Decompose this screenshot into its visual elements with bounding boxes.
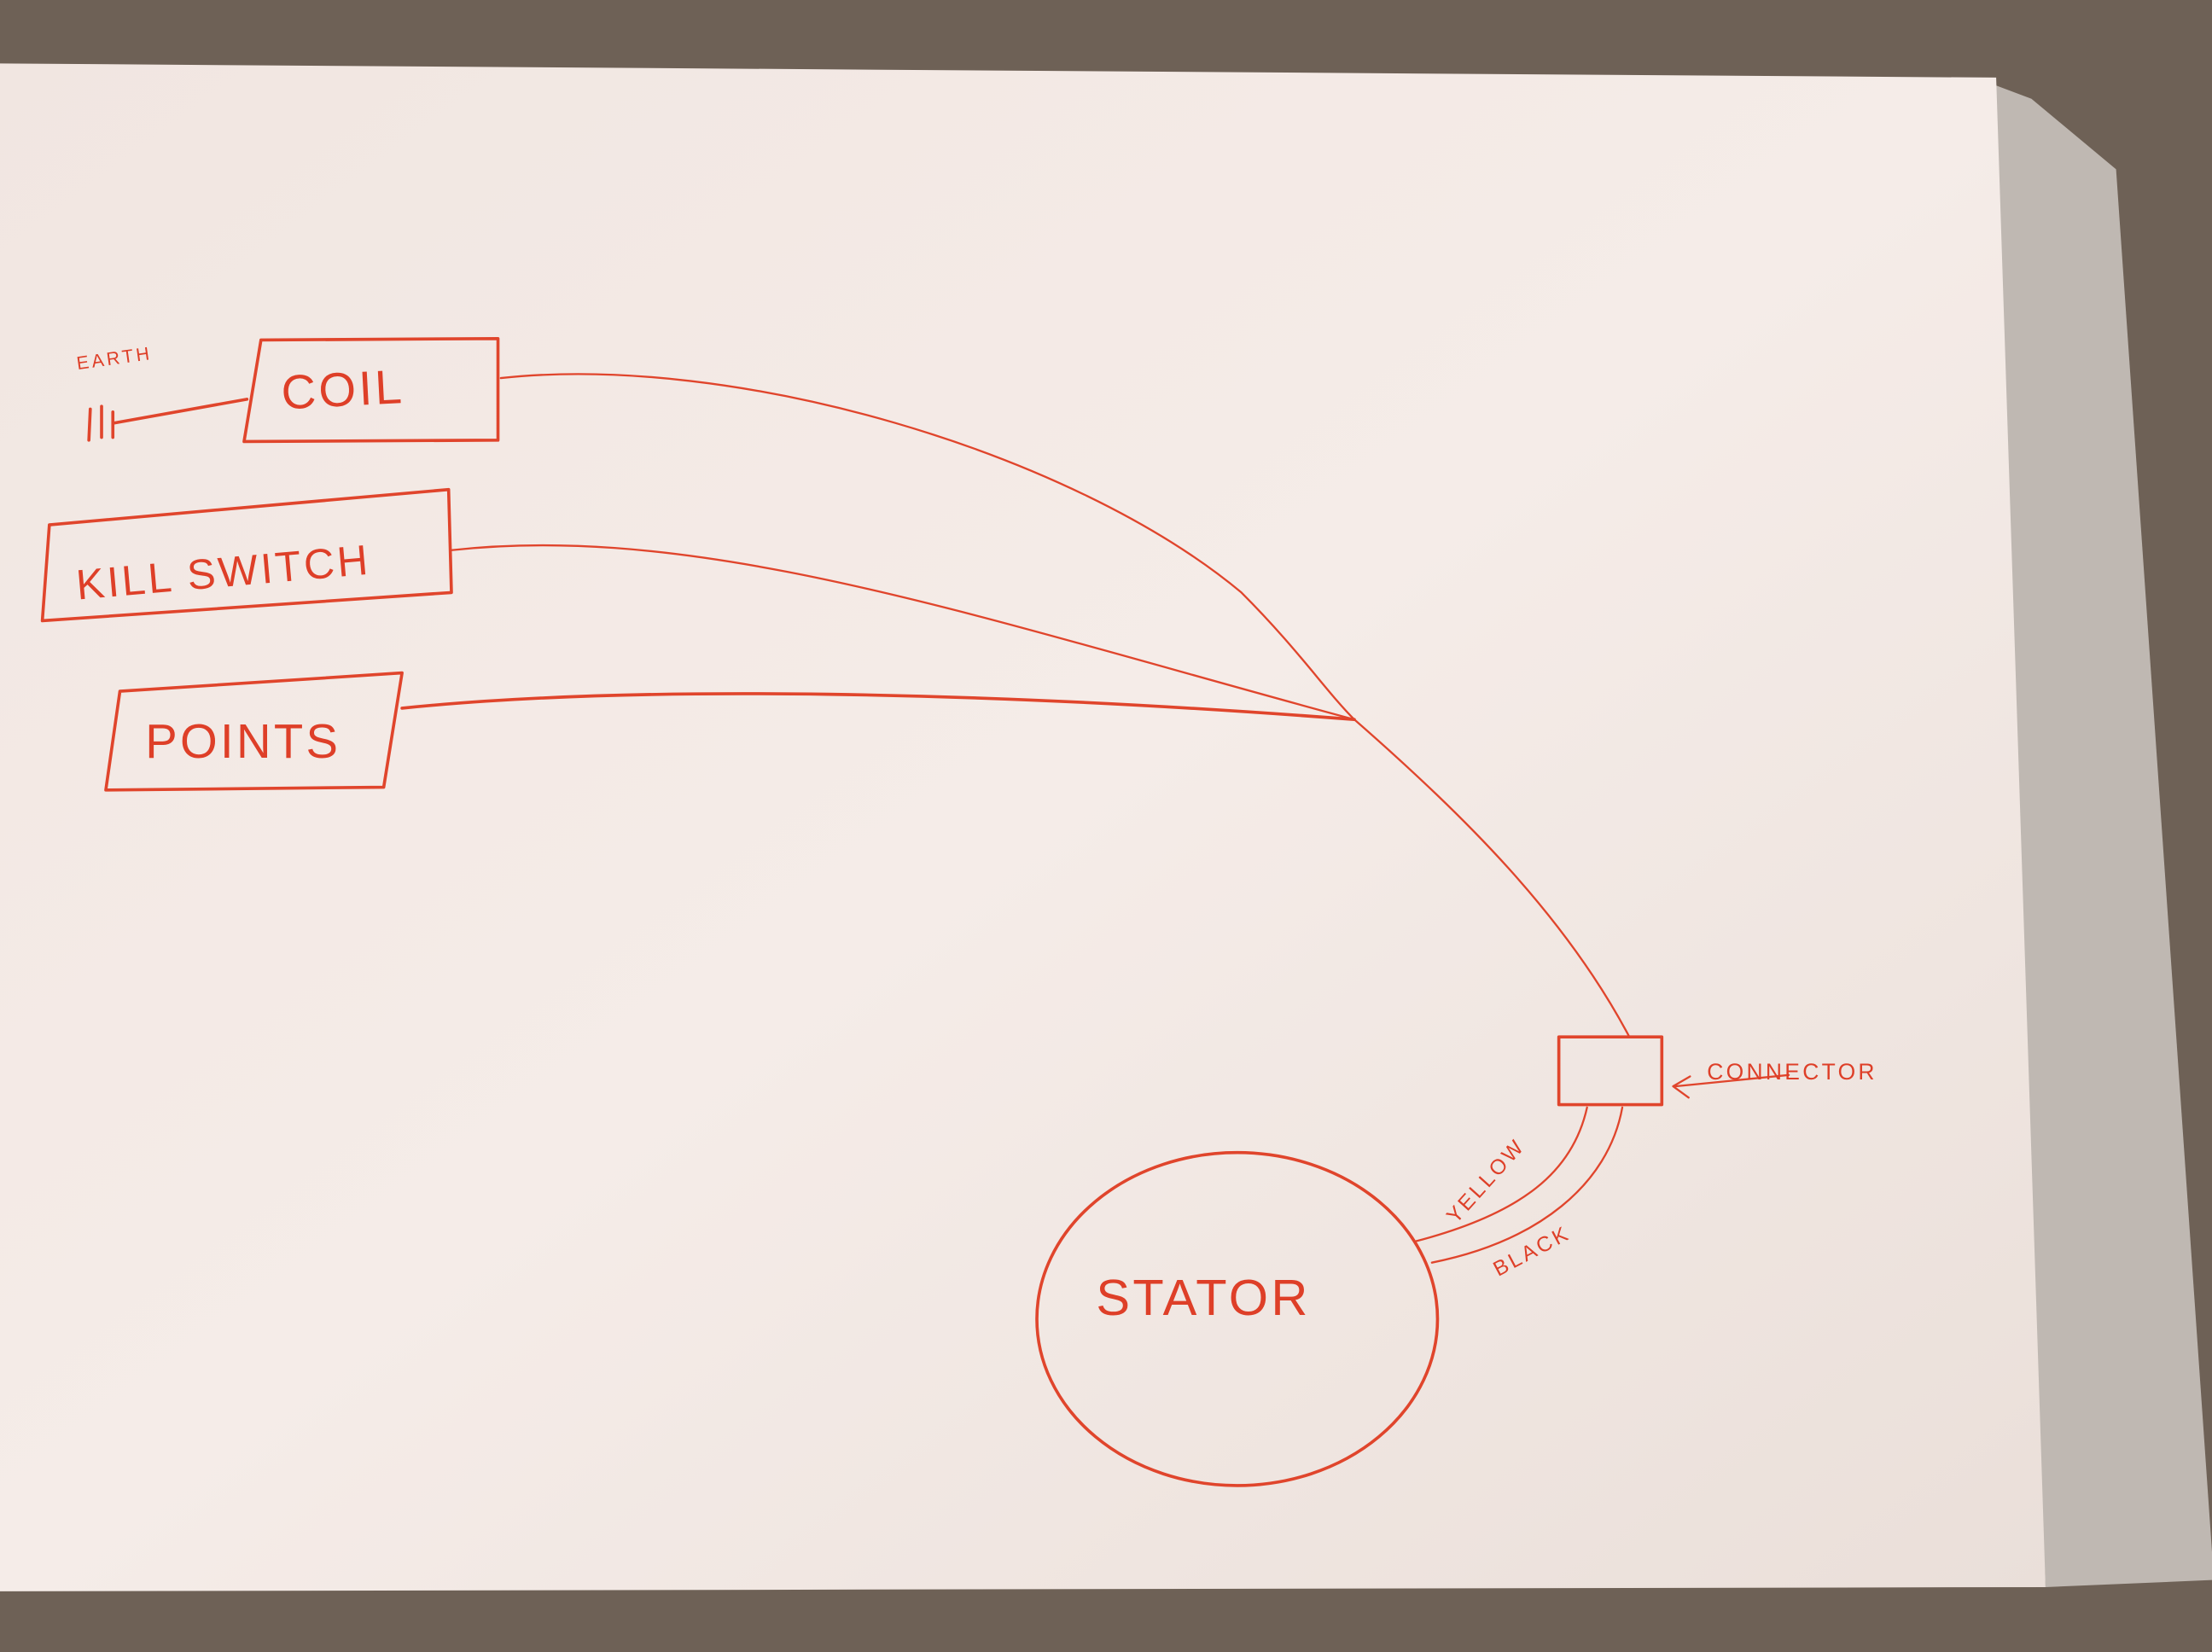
kill-switch-wire xyxy=(450,544,1356,721)
connector-box xyxy=(1557,1035,1664,1107)
yellow-wire xyxy=(1413,1106,1588,1243)
points-box xyxy=(104,671,404,792)
earth-symbol-icon xyxy=(87,398,249,442)
points-wire xyxy=(400,692,1356,721)
harness-wire xyxy=(1353,718,1631,1038)
connector-arrow-icon xyxy=(1672,1073,1790,1099)
paper-sheet xyxy=(0,63,2046,1591)
black-wire xyxy=(1430,1106,1624,1264)
coil-wire xyxy=(499,373,1356,721)
coil-label: COIL xyxy=(280,359,405,419)
stator-circle xyxy=(1035,1150,1440,1487)
stator-label: STATOR xyxy=(1096,1269,1310,1326)
coil-box xyxy=(242,336,500,444)
points-label: POINTS xyxy=(145,714,341,768)
kill-switch-box xyxy=(40,487,453,623)
paper-stack-edge xyxy=(1975,77,2212,1587)
connector-label: CONNECTOR xyxy=(1707,1059,1877,1085)
